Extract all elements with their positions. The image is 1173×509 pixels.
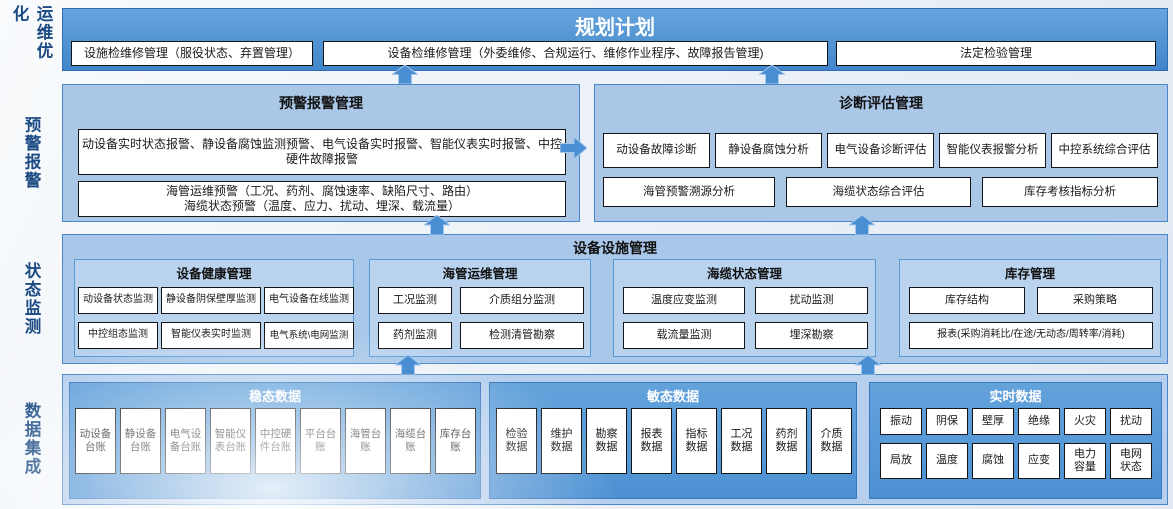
alarm-management-panel: 预警报警管理 动设备实时状态报警、静设备腐蚀监测预警、电气设备实时报警、智能仪表… <box>62 84 580 222</box>
box-instrument-ledger: 智能仪 表台账 <box>210 408 251 474</box>
planning-box-equipment-maintenance: 设备检维修管理（外委维修、合规运行、维修作业程序、故障报告管理) <box>323 41 828 66</box>
box-pipeline-ledger: 海管台 账 <box>345 408 386 474</box>
box-chemical-data: 药剂 数据 <box>766 408 807 474</box>
group-equipment-health: 设备健康管理 动设备状态监测 静设备阴保壁厚监测 电气设备在线监测 中控组态监测… <box>74 259 354 357</box>
box-cable-ledger: 海缆台 账 <box>390 408 431 474</box>
group-pipeline-ops-title: 海管运维管理 <box>442 267 518 281</box>
diagnosis-box-rotating-equipment: 动设备故障诊断 <box>603 133 710 168</box>
side-label-data-integration: 数据集成 <box>22 402 40 476</box>
box-pigging-survey: 检测清管勘察 <box>460 322 584 349</box>
box-instrument-realtime-monitor: 智能仪表实时监测 <box>161 322 261 349</box>
diagnosis-box-pipeline-trace: 海管预警溯源分析 <box>603 177 775 207</box>
box-inventory-report: 报表(采购消耗比/在途/无动态/周转率/消耗) <box>909 322 1153 349</box>
up-arrow-icon <box>849 215 875 235</box>
diagnosis-panel: 诊断评估管理 动设备故障诊断 静设备腐蚀分析 电气设备诊断评估 智能仪表报警分析… <box>594 84 1168 222</box>
box-condition-data: 工况 数据 <box>721 408 762 474</box>
alarm-forecast-box: 海管运维预警（工况、药剂、腐蚀速率、缺陷尺寸、路由） 海缆状态预警（温度、应力、… <box>78 181 566 217</box>
up-arrow-icon <box>855 355 881 375</box>
box-chemical-monitor: 药剂监测 <box>378 322 452 349</box>
side-label-status-monitoring: 状态监测 <box>22 262 40 336</box>
up-arrow-icon <box>424 215 450 235</box>
group-cable-status: 海缆状态管理 温度应变监测 扰动监测 载流量监测 埋深勘察 <box>613 259 876 357</box>
box-static-ledger: 静设备 台账 <box>120 408 161 474</box>
diagnosis-box-smart-instrument: 智能仪表报警分析 <box>939 133 1046 168</box>
box-inventory-structure: 库存结构 <box>909 287 1025 314</box>
up-arrow-icon <box>395 355 421 375</box>
box-ampacity-monitor: 载流量监测 <box>623 322 745 349</box>
box-power-grid-monitor: 电气系统\电网监测 <box>264 322 354 349</box>
diagnosis-box-electrical: 电气设备诊断评估 <box>827 133 934 168</box>
right-arrow-icon <box>560 137 587 159</box>
box-medium-composition-monitor: 介质组分监测 <box>460 287 584 314</box>
group-inventory-title: 库存管理 <box>1004 267 1055 281</box>
data-band: 稳态数据 动设备 台账 静设备 台账 电气设 备台账 智能仪 表台账 中控硬 件… <box>62 374 1168 505</box>
planning-band: 规划计划 设施检维修管理（服役状态、弃置管理） 设备检维修管理（外委维修、合规运… <box>62 8 1168 71</box>
diagnosis-box-inventory-kpi: 库存考核指标分析 <box>982 177 1158 207</box>
diagnosis-box-central-control: 中控系统综合评估 <box>1051 133 1158 168</box>
facility-title: 设备设施管理 <box>573 240 657 256</box>
section-steady-data: 稳态数据 动设备 台账 静设备 台账 电气设 备台账 智能仪 表台账 中控硬 件… <box>69 382 481 499</box>
group-pipeline-ops: 海管运维管理 工况监测 介质组分监测 药剂监测 检测清管勘察 <box>369 259 591 357</box>
box-power-capacity: 电力 容量 <box>1064 443 1106 479</box>
box-control-hw-ledger: 中控硬 件台账 <box>255 408 296 474</box>
section-realtime-data-title: 实时数据 <box>989 389 1042 404</box>
box-rotating-status-monitor: 动设备状态监测 <box>78 287 158 314</box>
box-inventory-ledger: 库存台 账 <box>435 408 476 474</box>
side-label-early-warning: 预警报警 <box>22 116 40 190</box>
group-equipment-health-title: 设备健康管理 <box>176 267 252 281</box>
up-arrow-icon <box>759 65 785 84</box>
box-platform-ledger: 平台台 账 <box>300 408 341 474</box>
planning-title: 规划计划 <box>575 17 655 39</box>
box-fire: 火灾 <box>1064 408 1106 435</box>
box-survey-data: 勘察 数据 <box>586 408 627 474</box>
alarm-management-title: 预警报警管理 <box>279 95 363 111</box>
box-electrical-online-monitor: 电气设备在线监测 <box>264 287 354 314</box>
group-cable-status-title: 海缆状态管理 <box>706 267 782 281</box>
box-corrosion: 腐蚀 <box>972 443 1014 479</box>
box-burial-depth-survey: 埋深勘察 <box>755 322 868 349</box>
facility-band: 设备设施管理 设备健康管理 动设备状态监测 静设备阴保壁厚监测 电气设备在线监测… <box>62 234 1168 364</box>
box-partial-discharge: 局放 <box>880 443 922 479</box>
box-kpi-data: 指标 数据 <box>676 408 717 474</box>
box-control-config-monitor: 中控组态监测 <box>78 322 158 349</box>
box-procurement-strategy: 采购策略 <box>1037 287 1153 314</box>
planning-box-facility-maintenance: 设施检维修管理（服役状态、弃置管理） <box>71 41 313 66</box>
side-label-ops-optimization: 运维优化 <box>10 5 52 61</box>
diagnosis-box-static-corrosion: 静设备腐蚀分析 <box>715 133 822 168</box>
group-inventory: 库存管理 库存结构 采购策略 报表(采购消耗比/在途/无动态/周转率/消耗) <box>899 259 1161 357</box>
diagnosis-title: 诊断评估管理 <box>839 95 923 111</box>
box-temperature: 温度 <box>926 443 968 479</box>
section-agile-data-title: 敏态数据 <box>646 389 699 404</box>
box-rotating-ledger: 动设备 台账 <box>75 408 116 474</box>
box-maintenance-data: 维护 数据 <box>541 408 582 474</box>
section-agile-data: 敏态数据 检验 数据 维护 数据 勘察 数据 报表 数据 指标 数据 工况 数据… <box>489 382 857 499</box>
box-medium-data: 介质 数据 <box>811 408 852 474</box>
box-grid-status: 电网 状态 <box>1110 443 1152 479</box>
box-insulation: 绝缘 <box>1018 408 1060 435</box>
box-cathodic: 阴保 <box>926 408 968 435</box>
box-vibration: 振动 <box>880 408 922 435</box>
box-inspection-data: 检验 数据 <box>496 408 537 474</box>
section-realtime-data: 实时数据 振动 阴保 壁厚 绝缘 火灾 扰动 局放 温度 腐蚀 应变 电力 容量… <box>869 382 1162 499</box>
box-thickness: 壁厚 <box>972 408 1014 435</box>
planning-box-statutory-inspection: 法定检验管理 <box>836 41 1156 66</box>
box-operating-condition-monitor: 工况监测 <box>378 287 452 314</box>
section-steady-data-title: 稳态数据 <box>248 389 301 404</box>
box-electrical-ledger: 电气设 备台账 <box>165 408 206 474</box>
box-static-thickness-monitor: 静设备阴保壁厚监测 <box>161 287 261 314</box>
alarm-realtime-box: 动设备实时状态报警、静设备腐蚀监测预警、电气设备实时报警、智能仪表实时报警、中控… <box>78 129 566 175</box>
box-disturbance: 扰动 <box>1110 408 1152 435</box>
box-disturbance-monitor: 扰动监测 <box>755 287 868 314</box>
up-arrow-icon <box>392 65 418 84</box>
box-report-data: 报表 数据 <box>631 408 672 474</box>
diagnosis-box-cable-evaluation: 海缆状态综合评估 <box>786 177 971 207</box>
box-strain: 应变 <box>1018 443 1060 479</box>
box-temp-strain-monitor: 温度应变监测 <box>623 287 745 314</box>
